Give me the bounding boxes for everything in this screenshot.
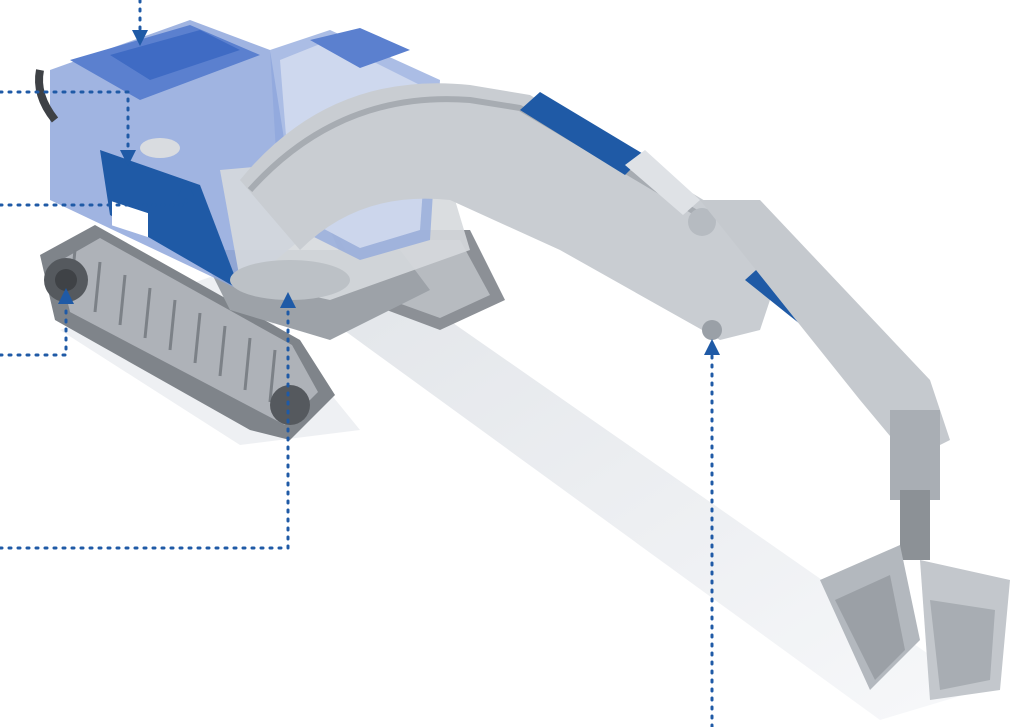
idler-wheel <box>270 385 310 425</box>
arrow-down-icon <box>132 30 148 46</box>
grab-attachment <box>820 410 1010 700</box>
arm <box>700 200 950 460</box>
callout-leaders <box>0 0 714 727</box>
arrow-up-icon <box>178 180 194 196</box>
boom <box>240 83 780 340</box>
arrow-down-icon <box>120 150 136 166</box>
leader-drive-sprocket <box>0 303 68 357</box>
slewing-ring <box>230 260 350 300</box>
hydraulic-tank <box>140 138 180 158</box>
boom-pivot <box>702 320 722 340</box>
exhaust-pipe <box>35 69 59 123</box>
leader-slewing-ring <box>0 306 290 550</box>
arrow-up-icon <box>280 292 296 308</box>
leader-hydraulic-tank <box>0 193 188 207</box>
leader-engine-side <box>0 90 130 152</box>
arrow-up-icon <box>704 339 720 355</box>
boom-cylinder <box>520 92 700 215</box>
ground-shadow <box>330 300 980 720</box>
arrow-up-icon <box>58 288 74 304</box>
front-track <box>40 225 335 440</box>
